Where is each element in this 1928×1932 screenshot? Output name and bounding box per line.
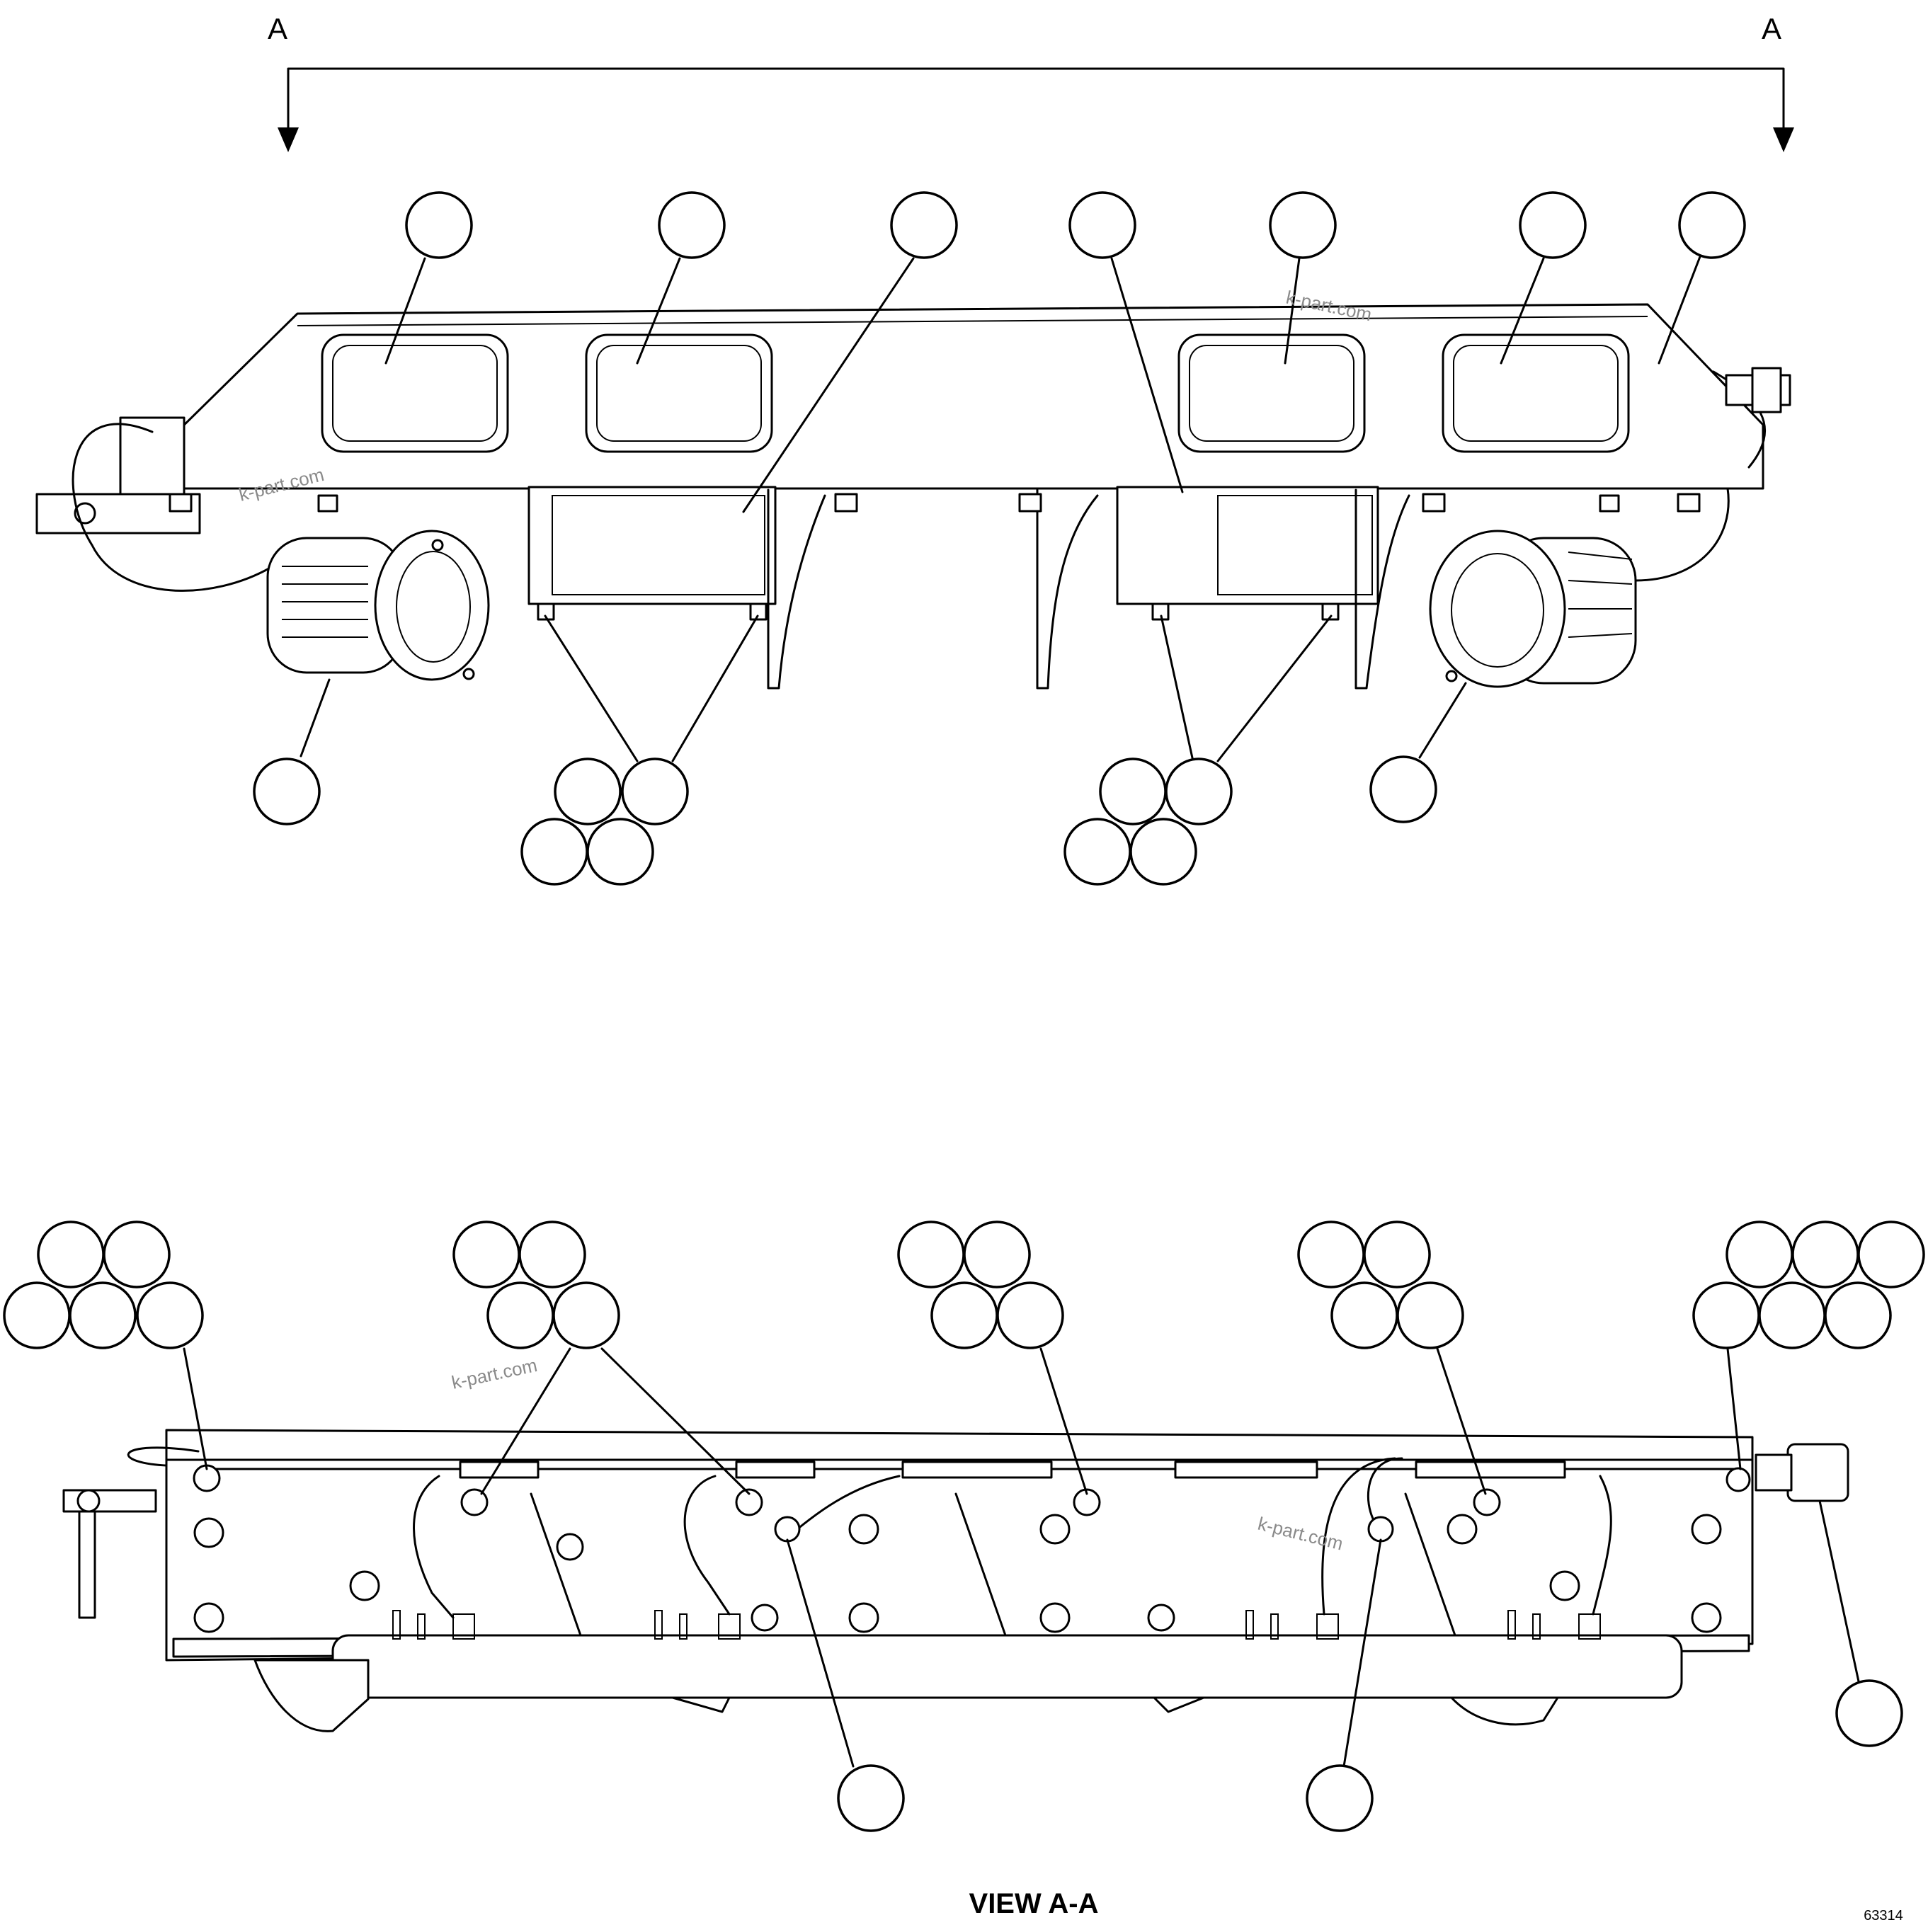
right-connector-bottom bbox=[1786, 1443, 1849, 1502]
view-label: VIEW A-A bbox=[969, 1888, 1099, 1919]
watermark-lower-1: k-part.com bbox=[450, 1354, 539, 1393]
section-line-a-a: A A bbox=[268, 12, 1794, 152]
lamp-1 bbox=[321, 333, 509, 453]
lamp-3 bbox=[1177, 333, 1366, 453]
figure-number: 63314 bbox=[1864, 1908, 1903, 1924]
lamp-4 bbox=[1442, 333, 1630, 453]
spot-lamp-right bbox=[1429, 530, 1637, 688]
lamp-2 bbox=[585, 333, 773, 453]
nuts-upper bbox=[169, 493, 1701, 513]
callouts-lower bbox=[3, 1221, 1925, 1832]
lower-lamp-right bbox=[1116, 486, 1379, 621]
arrow-left-icon bbox=[278, 127, 299, 152]
section-marker-left: A bbox=[268, 12, 287, 45]
front-lens-strip bbox=[331, 1634, 1683, 1699]
clips bbox=[193, 1464, 1751, 1543]
bolts bbox=[193, 1514, 1722, 1633]
leader-lines-upper bbox=[300, 253, 1702, 762]
base-plate bbox=[165, 1458, 1754, 1662]
terminals bbox=[392, 1610, 1601, 1640]
section-marker-right: A bbox=[1762, 12, 1781, 45]
spot-lamp-left bbox=[266, 530, 490, 681]
callouts-upper bbox=[253, 191, 1746, 886]
gussets-bottom bbox=[530, 1492, 1456, 1637]
light-bar-front-view: k-part.com k-part.com bbox=[35, 191, 1791, 886]
arrow-right-icon bbox=[1773, 127, 1794, 152]
leader-lines-lower bbox=[183, 1347, 1860, 1768]
light-bar-bottom-view: k-part.com k-part.com bbox=[3, 1221, 1925, 1832]
lower-lamp-left bbox=[527, 486, 777, 621]
